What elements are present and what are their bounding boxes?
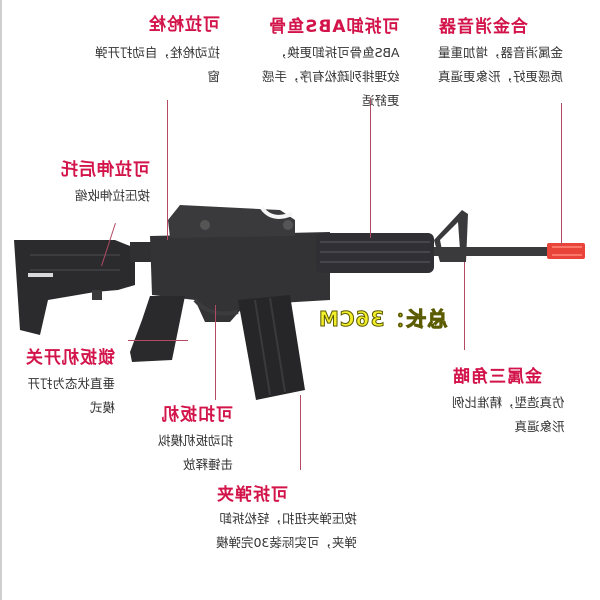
leader-front-sight (464, 262, 465, 350)
callout-desc: 垂直状态为打开 模式 (27, 376, 115, 415)
callout-desc: 拉动枪栓，自动打开弹 窗 (95, 45, 221, 84)
callout-desc: 金属消音器，增加重量 质感更好，形象更逼真 (438, 45, 564, 84)
callout-title: 可扣扳机 (161, 405, 234, 425)
callout-stock: 可拉伸后托 按压拉伸收缩 (60, 155, 150, 208)
callout-title: 可拉枪栓 (148, 15, 221, 35)
callout-desc: 按压弹夹扭扣，轻松拆卸 弹夹，可实际装30完弹模 (216, 511, 357, 550)
callout-trigger: 可扣扳机 扣动扳机模拟 击锤释放 (158, 400, 233, 477)
callout-desc: 按压拉伸收缩 (74, 188, 150, 203)
leader-magazine (300, 395, 301, 470)
leader-trigger (215, 305, 216, 400)
leader-handguard (370, 98, 371, 238)
callout-handguard: 可拆卸ABS鱼骨 ABS鱼骨可拆卸更换， 纹理排列疏松有序，手感 更舒适 (262, 12, 400, 113)
callout-title: 可拉伸后托 (60, 160, 150, 180)
callout-magazine: 可拆弹夹 按压弹夹扭扣，轻松拆卸 弹夹，可实际装30完弹模 (216, 480, 357, 555)
leader-flash-hider (561, 103, 562, 245)
callout-desc: ABS鱼骨可拆卸更换， 纹理排列疏松有序，手感 更舒适 (262, 45, 400, 108)
callout-flash-hider: 合金消音器 金属消音器，增加重量 质感更好，形象更逼真 (438, 12, 563, 89)
callout-title: 可拆弹夹 (216, 485, 288, 505)
callout-charging-handle: 可拉枪栓 拉动枪栓，自动打开弹 窗 (95, 10, 220, 89)
leader-charging-handle (167, 100, 168, 240)
callout-desc: 仿真造型，精准比例 形象逼真 (452, 395, 565, 434)
left-border (0, 0, 2, 600)
callout-title: 合金消音器 (438, 17, 528, 37)
callout-desc: 扣动扳机模拟 击锤释放 (158, 433, 234, 472)
callout-title: 锁扳机开关 (25, 348, 115, 368)
callout-selector: 锁扳机开关 垂直状态为打开 模式 (25, 343, 115, 420)
callout-title: 可拆卸ABS鱼骨 (268, 17, 400, 37)
callout-title: 金属三角瞄 (452, 367, 542, 387)
total-length-label: 总长：36CM (318, 307, 448, 332)
leader-selector (128, 340, 188, 341)
callout-front-sight: 金属三角瞄 仿真造型，精准比例 形象逼真 (452, 362, 565, 439)
